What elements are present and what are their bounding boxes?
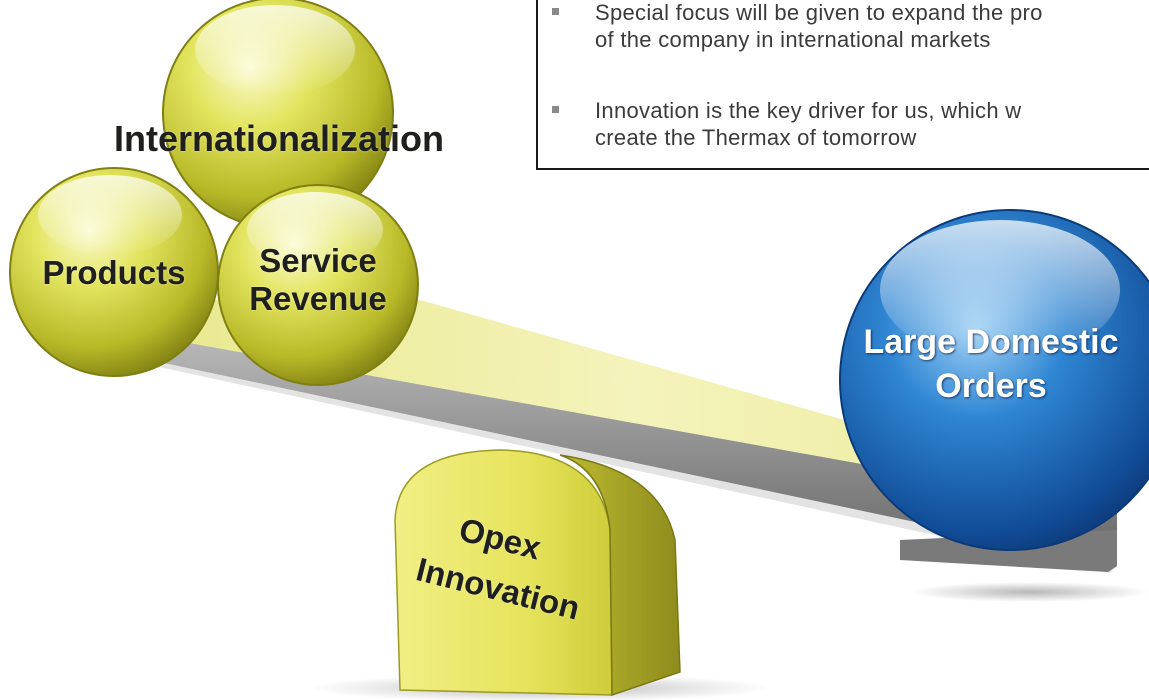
ground-shadow-right (910, 582, 1149, 602)
large-domestic-orders-label: Large Domestic Orders (836, 320, 1146, 408)
bullet-line: Special focus will be given to expand th… (595, 0, 1043, 25)
internationalization-label: Internationalization (113, 118, 444, 159)
large-domestic-label-line: Large Domestic (863, 323, 1119, 361)
callout-box: Special focus will be given to expand th… (536, 0, 1149, 170)
bullet-text: Special focus will be given to expand th… (595, 0, 1149, 53)
orders-label-line: Orders (935, 367, 1047, 405)
fulcrum (394, 449, 681, 697)
bullet-line: create the Thermax of tomorrow (595, 125, 917, 150)
large-domestic-orders-ball (839, 209, 1149, 551)
products-ball (9, 167, 219, 377)
products-label: Products (42, 254, 186, 291)
service-revenue-ball (217, 184, 419, 386)
bullet-square-icon (552, 106, 559, 113)
bullet-line: of the company in international markets (595, 27, 991, 52)
bullet-line: Innovation is the key driver for us, whi… (595, 98, 1022, 123)
service-label-line: Service (259, 242, 377, 279)
revenue-label-line: Revenue (249, 280, 387, 317)
service-revenue-label: Service Revenue (218, 242, 418, 318)
bullet-square-icon (552, 8, 559, 15)
bullet-text: Innovation is the key driver for us, whi… (595, 97, 1149, 151)
